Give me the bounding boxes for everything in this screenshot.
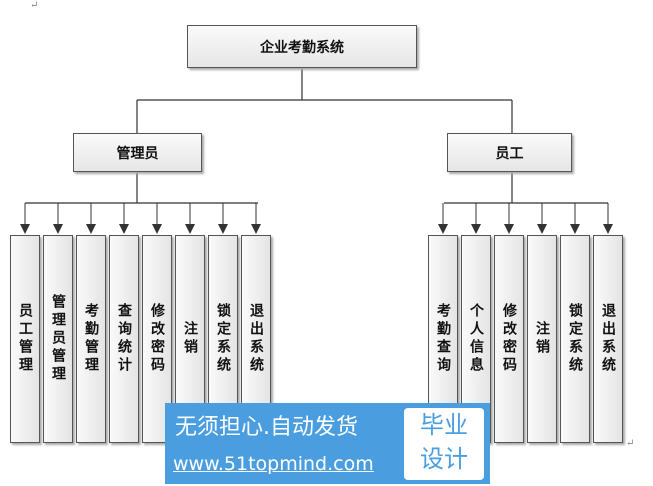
root-node: 企业考勤系统 — [187, 25, 417, 68]
paragraph-mark: ↵ — [626, 438, 635, 449]
arrow-head — [152, 224, 162, 234]
arrow-head — [119, 224, 129, 234]
arrow-head — [251, 224, 261, 234]
paragraph-mark: ↵ — [30, 0, 39, 11]
employee-item: 注销 — [527, 235, 557, 443]
badge-line1: 毕业 — [420, 411, 468, 439]
employee-item: 退出系统 — [593, 235, 623, 443]
employee-item: 修改密码 — [494, 235, 524, 443]
arrow-head — [185, 224, 195, 234]
arrow-head — [218, 224, 228, 234]
watermark-banner: 无须担心.自动发货 www.51topmind.com 毕业设计 — [165, 403, 490, 484]
watermark-url: www.51topmind.com — [173, 453, 374, 475]
admin-item: 管理员管理 — [43, 235, 73, 443]
arrow-head — [537, 224, 547, 234]
watermark-badge: 毕业设计 — [404, 408, 484, 480]
arrow-head — [438, 224, 448, 234]
arrow-head — [53, 224, 63, 234]
employee-node: 员工 — [447, 133, 572, 172]
admin-item: 员工管理 — [10, 235, 40, 443]
admin-node: 管理员 — [73, 133, 202, 172]
arrow-head — [570, 224, 580, 234]
arrow-head — [20, 224, 30, 234]
arrow-head — [471, 224, 481, 234]
badge-line2: 设计 — [420, 445, 468, 473]
arrow-head — [504, 224, 514, 234]
arrow-head — [603, 224, 613, 234]
watermark-slogan: 无须担心.自动发货 — [175, 415, 358, 440]
admin-item: 考勤管理 — [76, 235, 106, 443]
admin-item: 查询统计 — [109, 235, 139, 443]
employee-item: 锁定系统 — [560, 235, 590, 443]
arrow-head — [86, 224, 96, 234]
